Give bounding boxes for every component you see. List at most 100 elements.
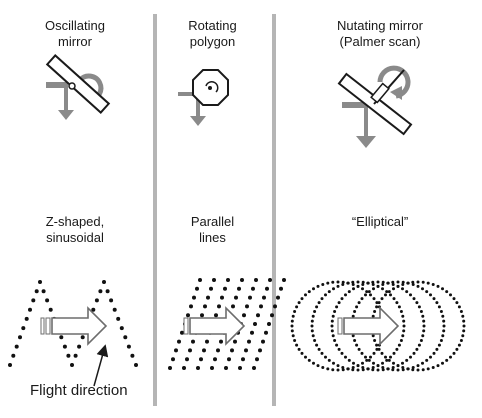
scan-dot xyxy=(331,280,335,284)
scan-dot xyxy=(91,307,96,312)
scan-dot xyxy=(441,287,444,291)
scan-dot xyxy=(73,353,78,358)
scan-dot xyxy=(406,367,410,371)
scan-dot xyxy=(8,363,12,367)
scan-dot xyxy=(371,314,375,318)
scan-dot xyxy=(353,310,357,313)
scan-dot xyxy=(416,368,420,372)
scan-dot xyxy=(411,368,415,372)
scan-dot xyxy=(312,361,315,365)
pattern-label-z-shaped: Z-shaped, sinusoidal xyxy=(45,214,105,245)
scan-dot xyxy=(366,367,370,371)
elliptical-scan-pattern xyxy=(290,280,466,372)
scan-dot xyxy=(321,366,325,369)
nutating-mirror-icon xyxy=(337,65,413,148)
scan-dot xyxy=(224,366,228,370)
scan-dot xyxy=(119,326,124,331)
scan-dot xyxy=(356,368,360,372)
scan-dot xyxy=(392,351,396,355)
scan-dot xyxy=(421,368,425,372)
scan-dot xyxy=(375,347,379,351)
scan-dot xyxy=(238,366,242,370)
scan-dot xyxy=(282,278,286,282)
scan-dot xyxy=(361,361,364,365)
column-divider-1 xyxy=(153,14,157,406)
scan-dot xyxy=(459,339,463,342)
scan-dot xyxy=(399,339,403,342)
scan-dot xyxy=(234,295,238,300)
scan-dot xyxy=(290,324,294,328)
scan-dot xyxy=(59,335,64,340)
scan-dot xyxy=(392,297,396,301)
scan-dot xyxy=(214,313,218,318)
scan-dot xyxy=(331,314,335,318)
scan-dot xyxy=(109,298,114,303)
scan-dot xyxy=(210,366,214,370)
scan-dot xyxy=(320,297,324,301)
scan-dot xyxy=(186,313,190,318)
scan-dot xyxy=(397,305,401,309)
scan-dot xyxy=(421,287,424,291)
scan-dot xyxy=(432,351,436,355)
scan-dot xyxy=(405,290,409,294)
scan-dot xyxy=(94,298,99,303)
scan-dot xyxy=(240,278,244,282)
scan-dot xyxy=(290,319,294,323)
scan-dot xyxy=(327,290,331,294)
scan-dot xyxy=(355,343,359,347)
scan-dot xyxy=(462,329,466,333)
scan-dot xyxy=(442,324,446,328)
scan-dot xyxy=(389,293,392,297)
scan-dot xyxy=(304,355,307,359)
scan-dot xyxy=(315,343,319,347)
scan-dot xyxy=(220,295,224,300)
scan-dot xyxy=(421,314,425,318)
scan-dot xyxy=(429,355,432,359)
scan-dot xyxy=(439,310,443,313)
scan-dot xyxy=(267,322,271,326)
scan-dot xyxy=(330,329,334,333)
scan-dot xyxy=(330,319,334,323)
scan-dot xyxy=(344,293,347,297)
scan-dot xyxy=(18,335,22,340)
scan-dot xyxy=(387,290,391,294)
pattern-label-elliptical: “Elliptical” xyxy=(351,214,409,229)
scan-dot xyxy=(401,314,405,318)
scan-dot xyxy=(429,293,432,297)
scan-dot xyxy=(402,329,406,333)
scan-dot xyxy=(112,307,117,312)
scan-dot xyxy=(324,355,327,359)
scan-dot xyxy=(439,339,443,342)
scan-dot xyxy=(442,319,446,323)
scan-dot xyxy=(11,353,16,358)
scan-dot xyxy=(237,286,241,291)
scan-dot xyxy=(392,361,395,365)
scan-dot xyxy=(177,339,181,344)
scan-dot xyxy=(336,284,340,288)
scan-dot xyxy=(395,347,399,351)
scan-dot xyxy=(45,298,50,303)
scan-dot xyxy=(295,305,299,309)
scan-dot xyxy=(351,280,355,284)
scan-dot xyxy=(421,361,424,365)
scan-dot xyxy=(327,358,331,362)
scan-dot xyxy=(313,339,317,342)
scan-dot xyxy=(171,357,175,362)
scan-dot xyxy=(445,290,449,294)
scan-dot xyxy=(24,316,29,321)
scan-dot xyxy=(401,361,404,365)
scan-dot xyxy=(311,314,315,318)
scan-dot xyxy=(455,301,459,305)
scan-dot xyxy=(291,334,295,338)
scan-dot xyxy=(297,301,301,305)
scan-dot xyxy=(253,322,257,326)
scan-dot xyxy=(66,353,71,358)
scan-dot xyxy=(310,329,314,333)
scan-dot xyxy=(409,355,412,359)
scan-dot xyxy=(244,348,248,353)
scan-dot xyxy=(188,348,192,353)
scan-dot xyxy=(449,293,452,297)
scan-dot xyxy=(431,366,435,369)
scan-dot xyxy=(441,334,445,338)
scan-dot xyxy=(258,348,262,353)
